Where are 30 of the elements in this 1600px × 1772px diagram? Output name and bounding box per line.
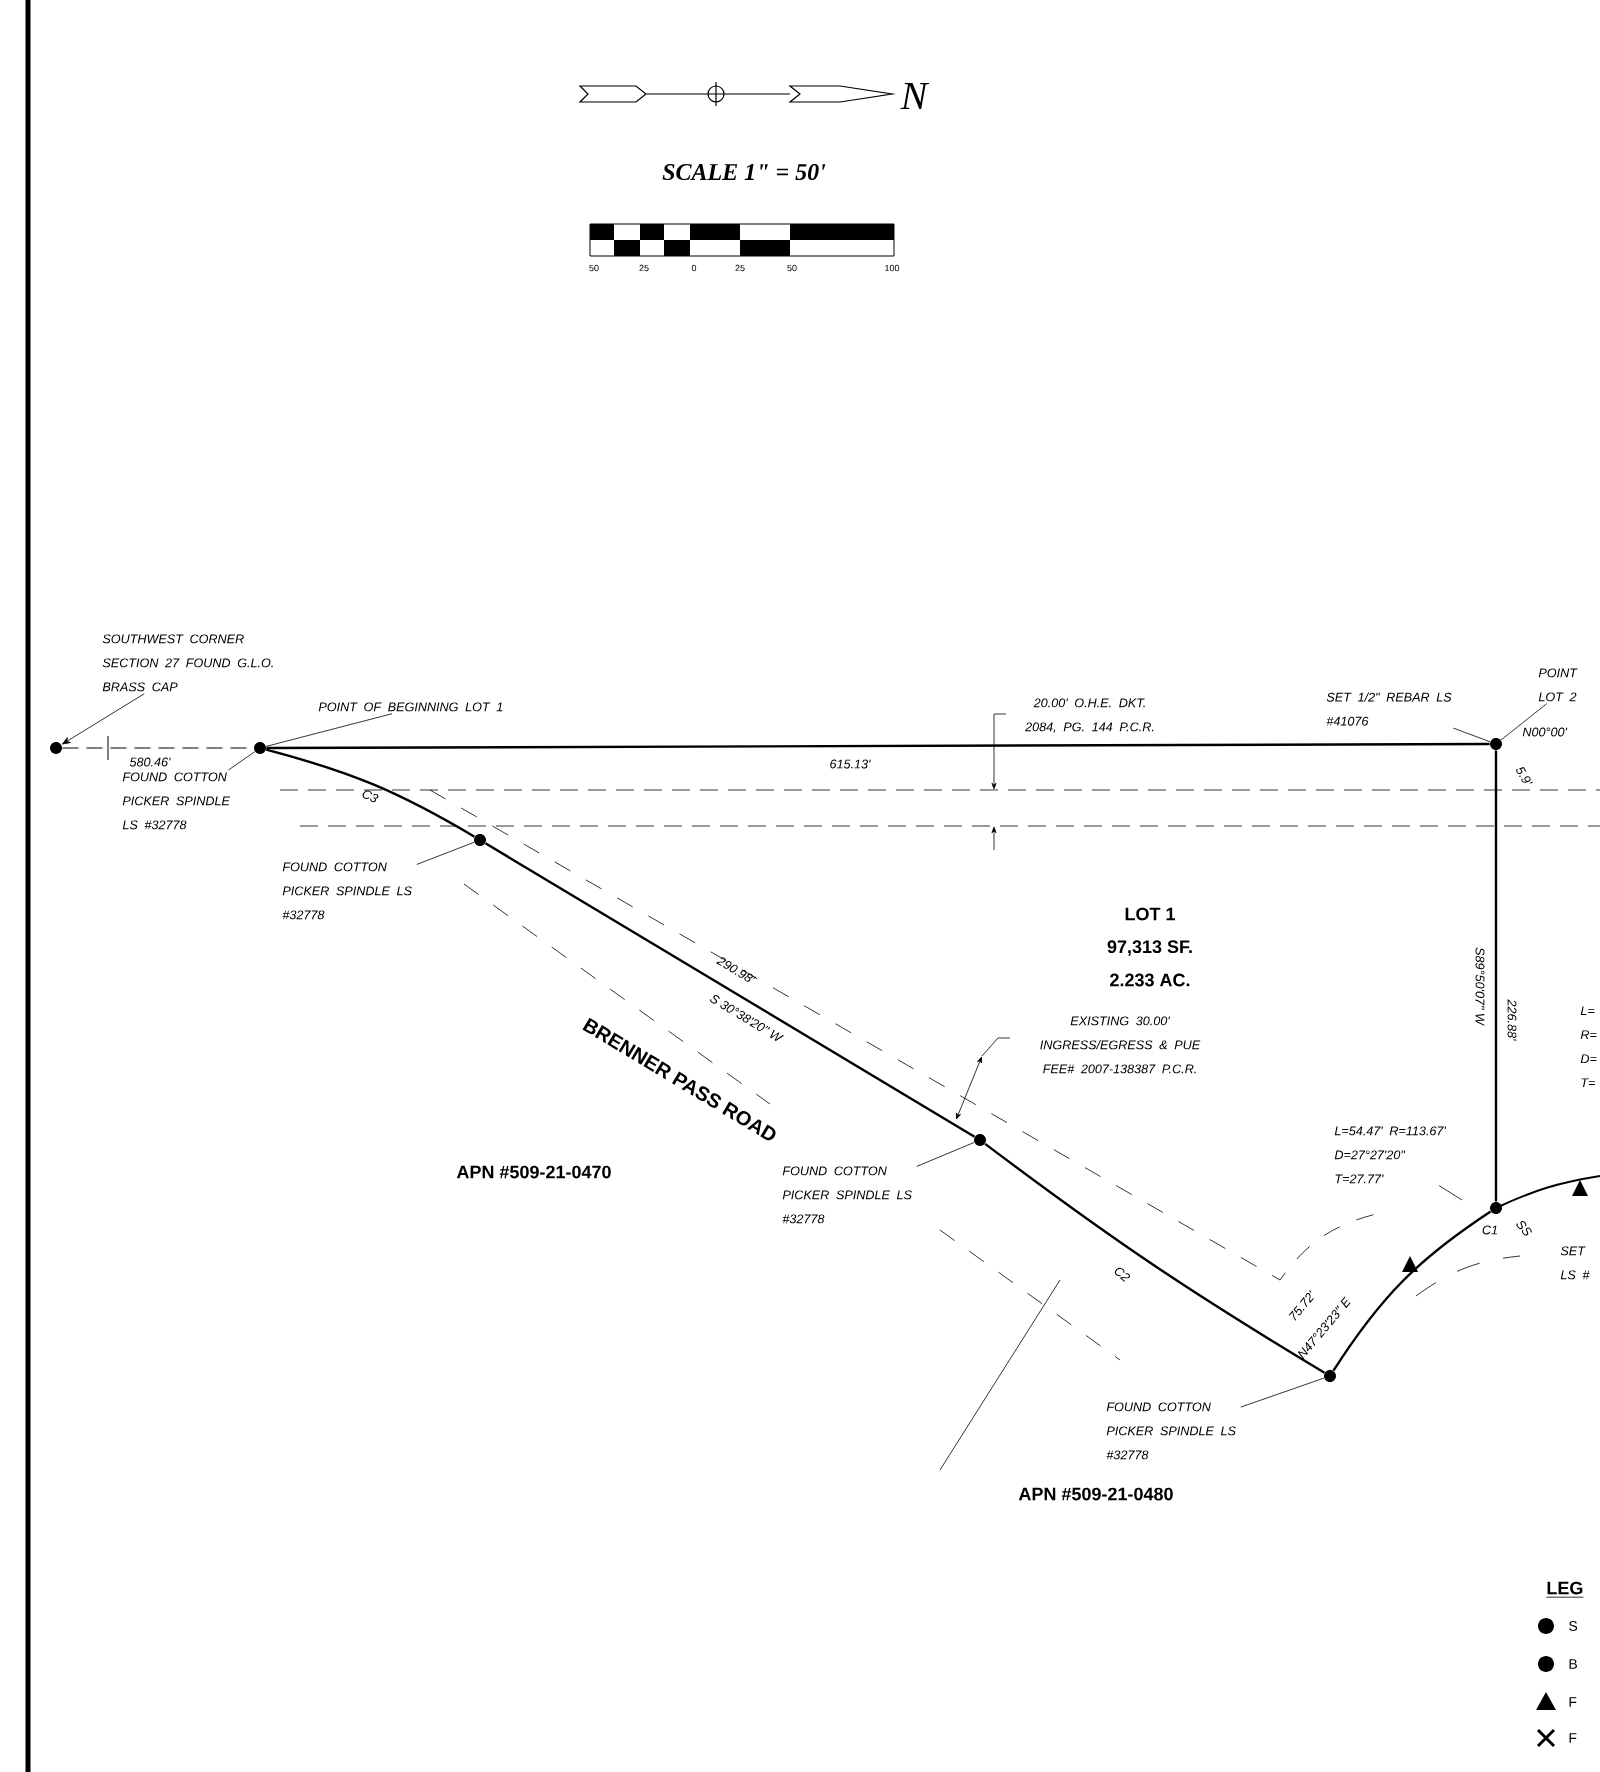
survey-marker: [1490, 1202, 1502, 1214]
survey-marker: [474, 834, 486, 846]
leader-line: [1500, 703, 1548, 741]
survey-marker: [1324, 1370, 1336, 1382]
property-line: [984, 1142, 1326, 1374]
leader-line: [1240, 1377, 1325, 1408]
property-line: [1494, 750, 1498, 1202]
leader-line: [265, 713, 393, 747]
leader-line: [62, 693, 145, 745]
property-line: [484, 842, 976, 1138]
leader-line: [1452, 727, 1491, 743]
leader-line: [416, 841, 475, 865]
parcel-label: APN #509-21-0480: [1018, 1487, 1173, 1501]
parcel-label: APN #509-21-0470: [456, 1165, 611, 1179]
leader-line: [916, 1142, 975, 1167]
legend-heading: LEG: [1546, 1581, 1584, 1598]
lot-label: LOT 1: [1125, 907, 1175, 921]
area-text: 2.233 AC.: [1110, 973, 1190, 987]
survey-marker: [974, 1134, 986, 1146]
scale-text: SCALE 1" = 50': [662, 163, 826, 181]
leader-line: [1438, 1185, 1463, 1201]
property-line: [1332, 1210, 1492, 1372]
north-letter: N: [900, 82, 930, 110]
survey-marker: [254, 742, 266, 754]
area-text: 97,313 SF.: [1107, 940, 1192, 956]
survey-marker: [1490, 738, 1502, 750]
leader-line: [228, 751, 256, 771]
survey-marker: [50, 742, 62, 754]
property-line: [265, 748, 476, 838]
property-line: [266, 742, 1490, 750]
